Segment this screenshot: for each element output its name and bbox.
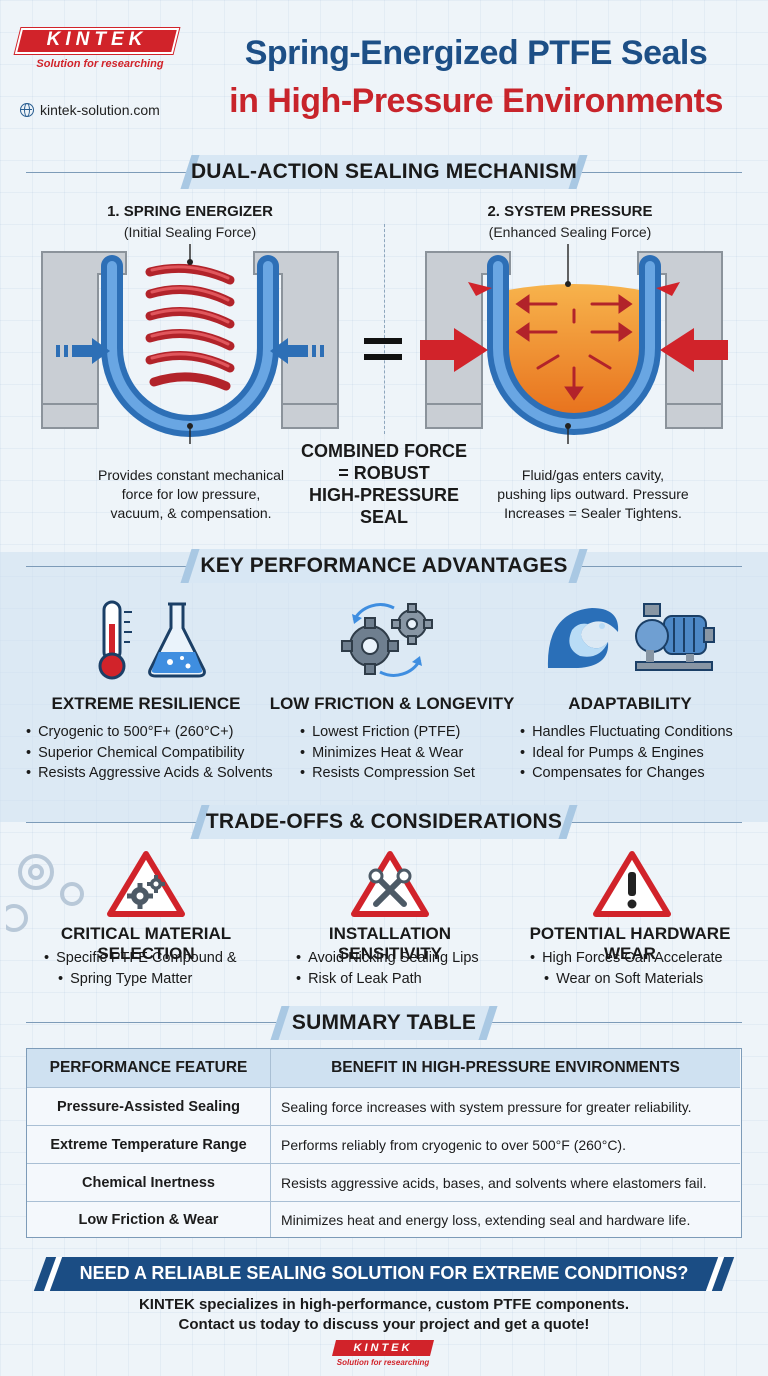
- decorative-gears-icon: [6, 854, 84, 932]
- warning-exclamation-icon: [593, 851, 671, 917]
- summary-heading: SUMMARY TABLE: [276, 1006, 492, 1040]
- website-link[interactable]: kintek-solution.com: [20, 102, 160, 118]
- spring-energizer-description: Provides constant mechanical force for l…: [98, 467, 284, 521]
- list-item: Resists Compression Set: [300, 763, 510, 784]
- system-pressure-description: Fluid/gas enters cavity, pushing lips ou…: [497, 467, 689, 521]
- inward-arrow-icon: [56, 338, 110, 364]
- header: KINTEK Solution for researching kintek-s…: [0, 0, 768, 140]
- advantage-title-friction: LOW FRICTION & LONGEVITY: [269, 694, 515, 713]
- inward-arrow-icon: [420, 328, 488, 372]
- warning-tools-icon: [351, 851, 429, 917]
- list-item: Cryogenic to 500°F+ (260°C+): [26, 722, 288, 743]
- table-row: Extreme Temperature Range Performs relia…: [27, 1125, 740, 1163]
- spring-energizer-label: 1. SPRING ENERGIZER: [107, 203, 273, 220]
- list-item: Risk of Leak Path: [296, 969, 516, 990]
- advantage-list-resilience: Cryogenic to 500°F+ (260°C+) Superior Ch…: [26, 722, 288, 784]
- list-item: Spring Type Matter: [44, 969, 264, 990]
- list-item: Compensates for Changes: [520, 763, 764, 784]
- kintek-logo[interactable]: KINTEK Solution for researching: [14, 28, 180, 72]
- advantage-list-adaptability: Handles Fluctuating Conditions Ideal for…: [520, 722, 764, 784]
- page-title-line2: in High-Pressure Environments: [229, 82, 723, 120]
- table-header-row: PERFORMANCE FEATURE BENEFIT IN HIGH-PRES…: [27, 1049, 740, 1087]
- diagram-divider: [384, 224, 385, 434]
- system-pressure-diagram: [420, 244, 728, 444]
- summary-table: PERFORMANCE FEATURE BENEFIT IN HIGH-PRES…: [26, 1048, 742, 1238]
- combined-force-label: COMBINED FORCE = ROBUST HIGH-PRESSURE SE…: [301, 441, 467, 527]
- thermometer-icon: [98, 600, 132, 680]
- cta-banner[interactable]: NEED A RELIABLE SEALING SOLUTION FOR EXT…: [50, 1257, 718, 1291]
- list-item: Specific PTFE Compound &: [44, 948, 264, 969]
- table-row: Low Friction & Wear Minimizes heat and e…: [27, 1201, 740, 1237]
- wave-icon: [547, 608, 619, 668]
- spring-energizer-sublabel: (Initial Sealing Force): [123, 224, 257, 240]
- table-row: Chemical Inertness Resists aggressive ac…: [27, 1163, 740, 1201]
- pump-icon: [635, 603, 715, 671]
- system-pressure-label: 2. SYSTEM PRESSURE: [487, 203, 653, 220]
- table-header-feature: PERFORMANCE FEATURE: [27, 1049, 271, 1087]
- list-item: Minimizes Heat & Wear: [300, 743, 510, 764]
- advantage-title-resilience: EXTREME RESILIENCE: [51, 694, 241, 713]
- list-item: High Forces Can Accelerate: [530, 948, 750, 969]
- advantages-heading: KEY PERFORMANCE ADVANTAGES: [186, 549, 582, 583]
- tradeoffs-heading: TRADE-OFFS & CONSIDERATIONS: [196, 805, 572, 839]
- tradeoff-list-material: Specific PTFE Compound & Spring Type Mat…: [44, 948, 264, 989]
- table-row: Pressure-Assisted Sealing Sealing force …: [27, 1087, 740, 1125]
- advantage-title-adaptability: ADAPTABILITY: [568, 694, 692, 713]
- mechanism-heading: DUAL-ACTION SEALING MECHANISM: [186, 155, 582, 189]
- list-item: Handles Fluctuating Conditions: [520, 722, 764, 743]
- gears-icon: [341, 603, 433, 677]
- list-item: Ideal for Pumps & Engines: [520, 743, 764, 764]
- page-title-line1: Spring-Energized PTFE Seals: [244, 34, 708, 72]
- tradeoff-list-wear: High Forces Can Accelerate Wear on Soft …: [530, 948, 750, 989]
- list-item: Avoid Nicking Sealing Lips: [296, 948, 516, 969]
- pressure-arrows-icon: [515, 294, 633, 401]
- equals-icon: [364, 338, 404, 364]
- table-header-benefit: BENEFIT IN HIGH-PRESSURE ENVIRONMENTS: [271, 1049, 740, 1087]
- system-pressure-sublabel: (Enhanced Sealing Force): [488, 224, 652, 240]
- spring-icon: [145, 263, 235, 391]
- cta-line-2: Contact us today to discuss your project…: [178, 1316, 590, 1333]
- list-item: Lowest Friction (PTFE): [300, 722, 510, 743]
- flask-icon: [148, 602, 206, 678]
- warning-gears-icon: [107, 851, 185, 917]
- kintek-footer-logo[interactable]: KINTEK Solution for researching: [330, 1340, 436, 1370]
- spring-energizer-diagram: [41, 244, 339, 444]
- tradeoff-list-installation: Avoid Nicking Sealing Lips Risk of Leak …: [296, 948, 516, 989]
- inward-arrow-icon: [660, 328, 728, 372]
- inward-arrow-icon: [270, 338, 324, 364]
- advantage-list-friction: Lowest Friction (PTFE) Minimizes Heat & …: [300, 722, 510, 784]
- fluid-cavity: [508, 284, 640, 414]
- list-item: Resists Aggressive Acids & Solvents: [26, 763, 288, 784]
- list-item: Wear on Soft Materials: [530, 969, 750, 990]
- globe-icon: [20, 103, 34, 117]
- cta-line-1: KINTEK specializes in high-performance, …: [138, 1296, 630, 1313]
- list-item: Superior Chemical Compatibility: [26, 743, 288, 764]
